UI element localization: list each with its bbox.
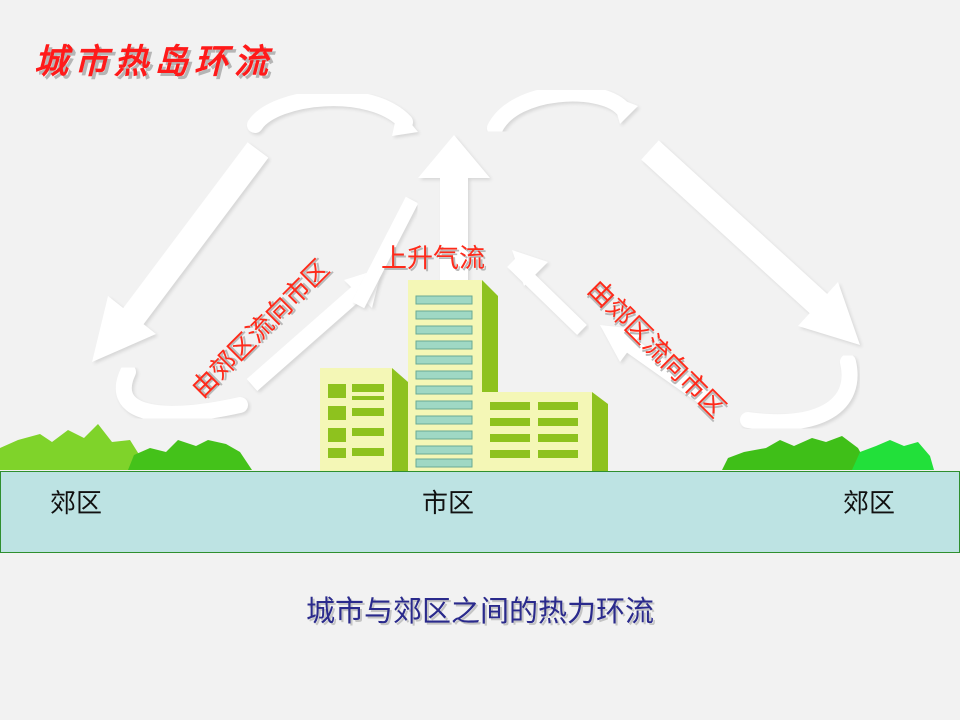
left-descending-arrow bbox=[92, 142, 269, 362]
ground-label-city: 市区 bbox=[422, 489, 475, 519]
inner-left-arrow bbox=[351, 196, 419, 309]
right-inflow-arrow bbox=[600, 325, 710, 405]
inner-right-arrow bbox=[507, 250, 587, 336]
diagram-caption: 城市与郊区之间的热力环流 bbox=[305, 594, 654, 628]
ground-label-left-suburb: 郊区 bbox=[50, 489, 103, 519]
rising-air-label: 上升气流 bbox=[381, 244, 486, 274]
tall-building-windows bbox=[415, 295, 473, 468]
top-left-curve-arrow bbox=[247, 90, 418, 136]
ground-label-right-suburb: 郊区 bbox=[843, 489, 896, 519]
grass-right bbox=[722, 436, 934, 470]
right-low-building bbox=[482, 392, 608, 472]
left-low-building bbox=[320, 368, 408, 472]
grass-left bbox=[0, 424, 252, 470]
page-title: 城市热岛环流 bbox=[34, 42, 274, 82]
rising-air-arrow bbox=[418, 135, 490, 285]
bottom-left-curve-arrow bbox=[115, 364, 248, 422]
top-right-curve-arrow bbox=[487, 85, 638, 136]
ground-band bbox=[0, 471, 960, 553]
bottom-right-curve-arrow bbox=[740, 354, 858, 431]
right-descending-arrow bbox=[641, 140, 860, 345]
